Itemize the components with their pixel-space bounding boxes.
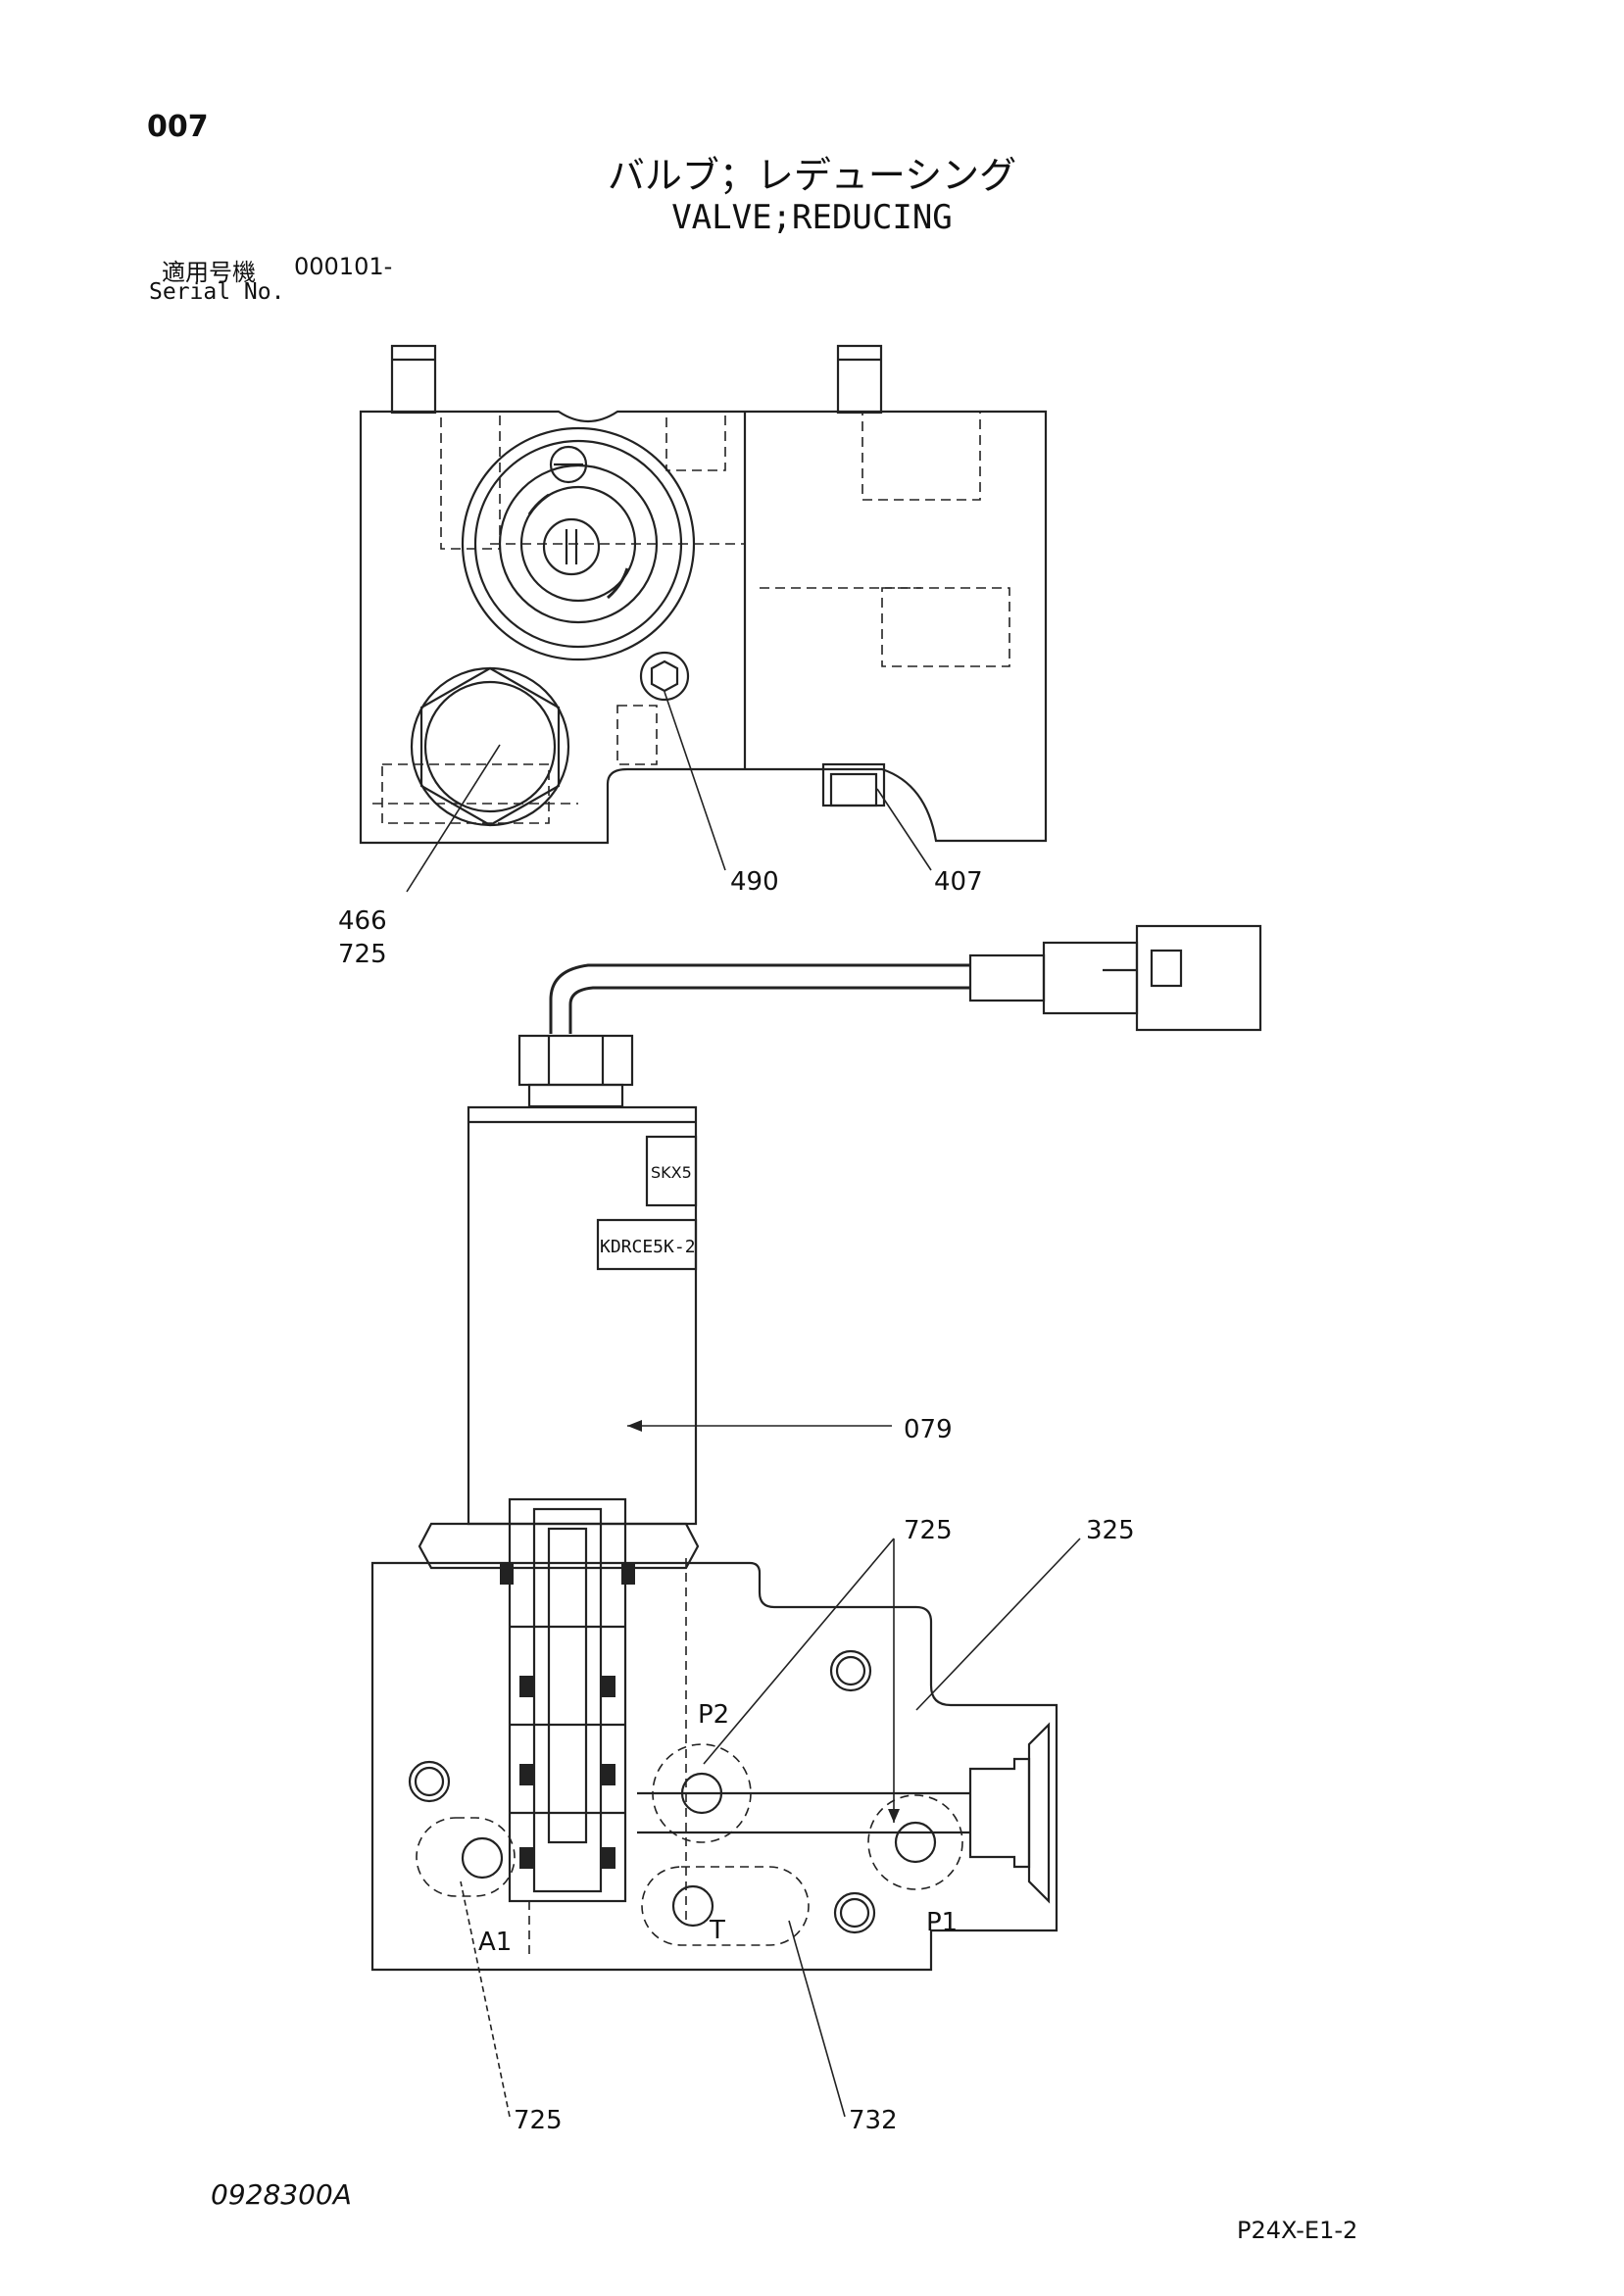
port-p1-circle (894, 1821, 937, 1864)
mounting-stud-left (390, 344, 437, 415)
sheet-code: P24X-E1-2 (1237, 2217, 1358, 2244)
socket-plug-490 (639, 651, 690, 702)
mounting-bolt-hole-left (408, 1760, 451, 1803)
plug-407 (821, 762, 886, 807)
valve-top-view (359, 344, 1048, 893)
valve-housing (370, 1561, 1058, 1972)
solenoid-flange (418, 1522, 700, 1570)
title-english: VALVE;REDUCING (671, 198, 953, 237)
cartridge-section (508, 1497, 627, 1903)
callout-466: 466 (338, 906, 387, 936)
port-label-a1: A1 (478, 1928, 512, 1957)
solenoid-nameplate-1 (645, 1135, 698, 1207)
lead-wire (549, 963, 970, 1034)
solenoid-locknut (517, 1034, 634, 1087)
connector (1135, 924, 1262, 1032)
title-japanese: バルブ；レデューシング (607, 154, 1017, 197)
callout-490: 490 (730, 867, 779, 897)
solenoid-mount-ring-outer (461, 426, 696, 661)
wire-sleeve (968, 953, 1046, 1002)
valve-side-view (370, 924, 1262, 2118)
mounting-bolt-hole-upper (829, 1649, 872, 1692)
port-label-p2: P2 (698, 1700, 729, 1730)
solenoid-tag-2: KDRCE5K-2 (600, 1237, 696, 1257)
mounting-stud-right (836, 344, 883, 415)
o-ring-p2 (652, 1743, 752, 1843)
callout-725-mid: 725 (904, 1516, 953, 1545)
callout-725-bottom: 725 (514, 2106, 563, 2135)
o-ring-t (641, 1866, 810, 1946)
spool-end-circle (542, 517, 601, 576)
solenoid-coil-body (467, 1105, 698, 1526)
callout-325: 325 (1086, 1516, 1135, 1545)
serial-label-japanese: 適用号機 (162, 259, 256, 286)
callout-079: 079 (904, 1415, 953, 1444)
o-ring-a1 (416, 1817, 516, 1897)
port-a1-circle (461, 1836, 504, 1880)
callout-407: 407 (934, 867, 983, 897)
fitting-body (968, 1757, 1031, 1869)
solenoid-nameplate-2 (596, 1218, 698, 1271)
serial-number-value: 000101- (294, 253, 393, 280)
solenoid-tag-1: SKX5 (651, 1163, 692, 1182)
drawing-code: 0928300A (211, 2178, 352, 2211)
page-number: 007 (147, 110, 209, 144)
port-label-p1: P1 (926, 1908, 958, 1937)
mounting-bolt-hole-lower (833, 1891, 876, 1934)
manual-override-screw (549, 445, 588, 484)
hex-plug-466 (410, 666, 570, 827)
port-t-circle (671, 1884, 714, 1928)
spool (547, 1527, 588, 1844)
callout-732: 732 (849, 2106, 898, 2135)
port-label-t: T (709, 1916, 725, 1945)
callout-725-top: 725 (338, 940, 387, 969)
valve-body-outline (359, 410, 1048, 845)
serial-label-english: Serial No. (149, 279, 285, 305)
o-ring-p1 (867, 1794, 963, 1890)
